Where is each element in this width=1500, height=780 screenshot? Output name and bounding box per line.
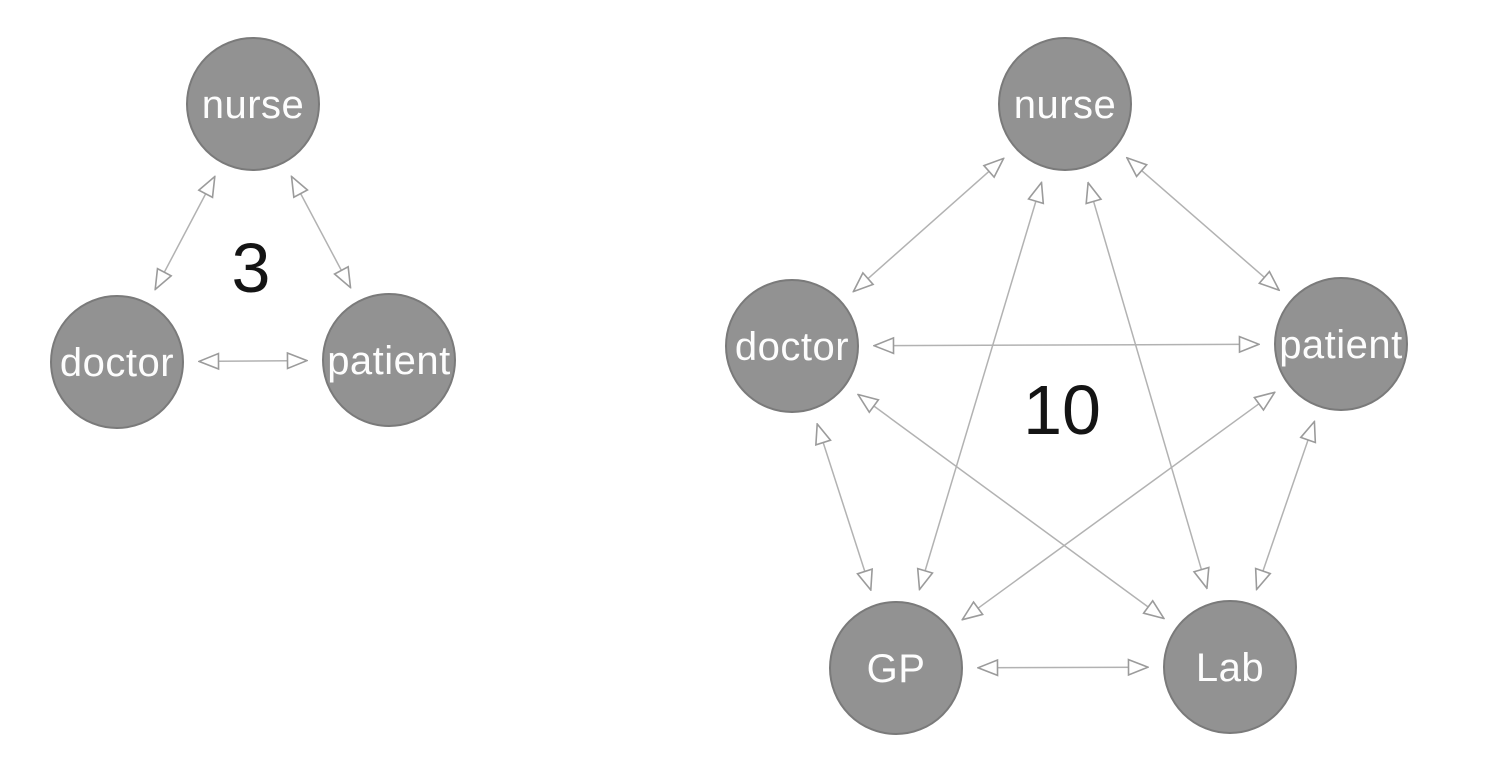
edge-count-0: 3 [231,229,271,307]
edge-doctor-patient [874,344,1259,345]
node-label-gp: GP [867,647,926,691]
node-label-doctor: doctor [60,341,174,385]
edge-gp-lab [978,667,1148,668]
edge-patient-gp [962,392,1274,619]
edge-nurse-doctor [155,177,215,290]
node-lab [1163,600,1297,734]
triangle-network-nodes: nurse doctor patient [50,37,456,429]
triangle-network: nurse doctor patient [50,37,456,429]
edge-patient-lab [1257,422,1315,590]
triangle-network-edges [155,176,350,361]
node-label-doctor: doctor [735,325,849,369]
node-nurse [186,37,320,171]
node-label-patient: patient [327,339,451,383]
node-patient [322,293,456,427]
edge-doctor-patient [199,361,307,362]
node-gp [829,601,963,735]
pentagon-network-edges [817,158,1314,668]
node-nurse [998,37,1132,171]
node-patient [1274,277,1408,411]
edge-nurse-patient [1127,158,1279,290]
edge-count-1: 10 [1023,371,1101,449]
edge-nurse-lab [1088,183,1207,589]
node-label-nurse: nurse [202,83,305,127]
edge-nurse-patient [292,176,351,287]
node-doctor [725,279,859,413]
node-label-patient: patient [1279,323,1403,367]
node-label-nurse: nurse [1014,83,1117,127]
node-doctor [50,295,184,429]
node-label-lab: Lab [1196,646,1264,690]
edge-doctor-gp [817,424,871,590]
edge-nurse-doctor [853,158,1003,291]
